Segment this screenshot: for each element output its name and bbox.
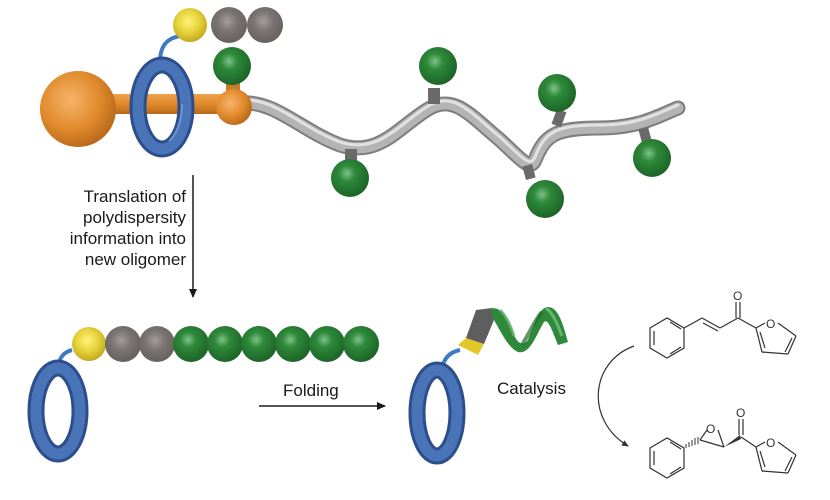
helix-segment-green [490, 307, 568, 353]
translation-line: information into [69, 229, 186, 248]
atom-o-carbonyl-product: O [736, 406, 745, 420]
atom-o-epoxide: O [706, 422, 715, 436]
side-bead-green [331, 159, 369, 197]
side-bead-green [419, 47, 457, 85]
translation-line: Translation of [83, 187, 186, 206]
bead-grey [211, 7, 247, 43]
atom-labels: O O O O O [706, 289, 775, 450]
oligomer-bead-chain [72, 326, 379, 362]
macrocycle-ring [27, 359, 89, 463]
side-bead-green [213, 47, 251, 85]
macrocycle-ring [408, 361, 466, 465]
bead-green [173, 326, 209, 362]
atom-o-furan-substrate: O [766, 317, 775, 331]
bead-green [343, 326, 379, 362]
polymer-backbone [232, 95, 686, 172]
rotaxane-polymer [40, 7, 686, 218]
bead-green [309, 326, 345, 362]
catalysis-label: Catalysis [497, 379, 566, 398]
stopper-sphere [40, 71, 116, 147]
bead-green [275, 326, 311, 362]
new-oligomer [27, 326, 379, 463]
atom-o-furan-product: O [766, 436, 775, 450]
macrocycle-ring [129, 56, 195, 158]
translation-label: Translation of polydispersity informatio… [40, 186, 186, 270]
reaction-scheme [597, 302, 797, 479]
atom-o-carbonyl-substrate: O [733, 289, 742, 303]
folding-label: Folding [283, 381, 339, 400]
bead-green [207, 326, 243, 362]
substrate-molecule [649, 302, 797, 359]
bead-grey [247, 7, 283, 43]
helix [458, 306, 568, 355]
bead-green [241, 326, 277, 362]
bead-grey [105, 326, 141, 362]
junction-bead [216, 89, 252, 125]
reaction-arrow [597, 345, 635, 447]
side-bead-green [633, 139, 671, 177]
helix-segment-grey [466, 308, 494, 344]
folded-catalyst [408, 306, 568, 465]
wedge-bond [724, 435, 741, 447]
hashed-bond [685, 437, 699, 448]
translation-line: new oligomer [84, 250, 186, 269]
bead-yellow [173, 8, 207, 42]
bead-yellow [72, 327, 106, 361]
side-bead-green [526, 180, 564, 218]
bead-grey [139, 326, 175, 362]
product-molecule [649, 419, 797, 479]
helix-segment-yellow [458, 338, 484, 355]
side-bead-green [538, 74, 576, 112]
translation-line: polydispersity [83, 208, 186, 227]
